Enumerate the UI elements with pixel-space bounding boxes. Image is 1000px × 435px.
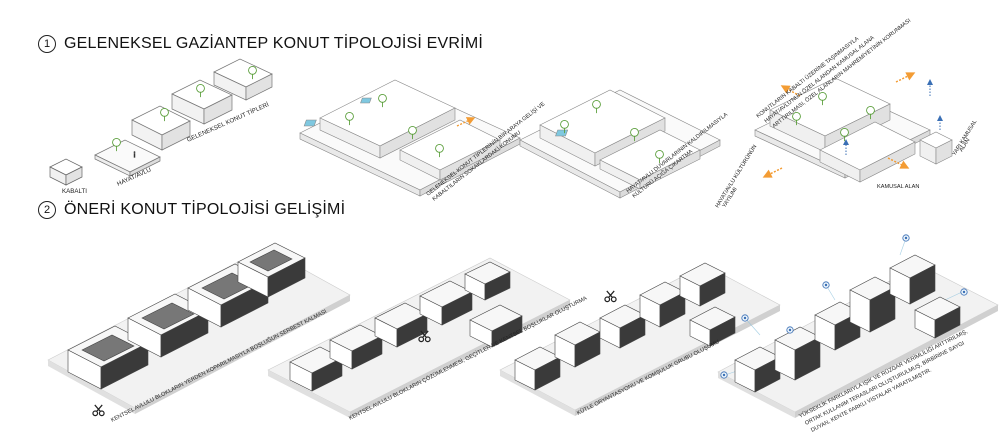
section-1-number: 1 (38, 35, 56, 53)
eye-icon (902, 234, 910, 242)
house-type-3 (213, 58, 273, 101)
arrow-icon (895, 72, 916, 83)
eye-icon (960, 288, 968, 296)
scissors-icon (92, 404, 105, 417)
section-1-heading: 1 GELENEKSEL GAZİANTEP KONUT TİPOLOJİSİ … (38, 35, 483, 53)
scissors-icon (604, 290, 617, 303)
arrow-icon (887, 157, 910, 169)
section-2-title: ÖNERİ KONUT TİPOLOJİSİ GELİŞİMİ (64, 201, 346, 218)
panel-3-blocks (514, 262, 736, 391)
arrow-icon (456, 117, 476, 127)
house-type-1 (131, 105, 191, 151)
cluster-step-3 (519, 89, 721, 199)
label-yayilim-a: HAYAT/AVLU KÜLTÜRÜNÜN (714, 144, 759, 209)
row2-diagrams: KENTSEL AVLULU BLOKLARIN YERDEN KOPARILM… (47, 234, 999, 434)
row1-diagrams: KABALTI HAYAT/AVLU GELENEKSEL KONUT TİPL… (49, 17, 978, 209)
arrow-icon (762, 167, 783, 178)
hayat-plate (94, 139, 161, 177)
section-1-title: GELENEKSEL GAZİANTEP KONUT TİPOLOJİSİ EV… (64, 35, 483, 52)
person-icon (133, 151, 136, 158)
eye-icon (822, 281, 830, 289)
label-kamusal: KAMUSAL ALAN (877, 184, 919, 190)
eye-icon (786, 326, 794, 334)
section-2-number: 2 (38, 201, 56, 219)
label-kabalti: KABALTI (62, 188, 87, 195)
section-2-heading: 2 ÖNERİ KONUT TİPOLOJİSİ GELİŞİMİ (38, 201, 345, 219)
panel-1-blocks (67, 242, 306, 390)
eye-icon (741, 314, 749, 322)
house-type-2 (171, 79, 233, 125)
kabalti-box (49, 158, 83, 186)
panel-4-blocks (734, 254, 961, 393)
cluster-step-2 (299, 79, 521, 197)
eye-icon (720, 371, 728, 379)
